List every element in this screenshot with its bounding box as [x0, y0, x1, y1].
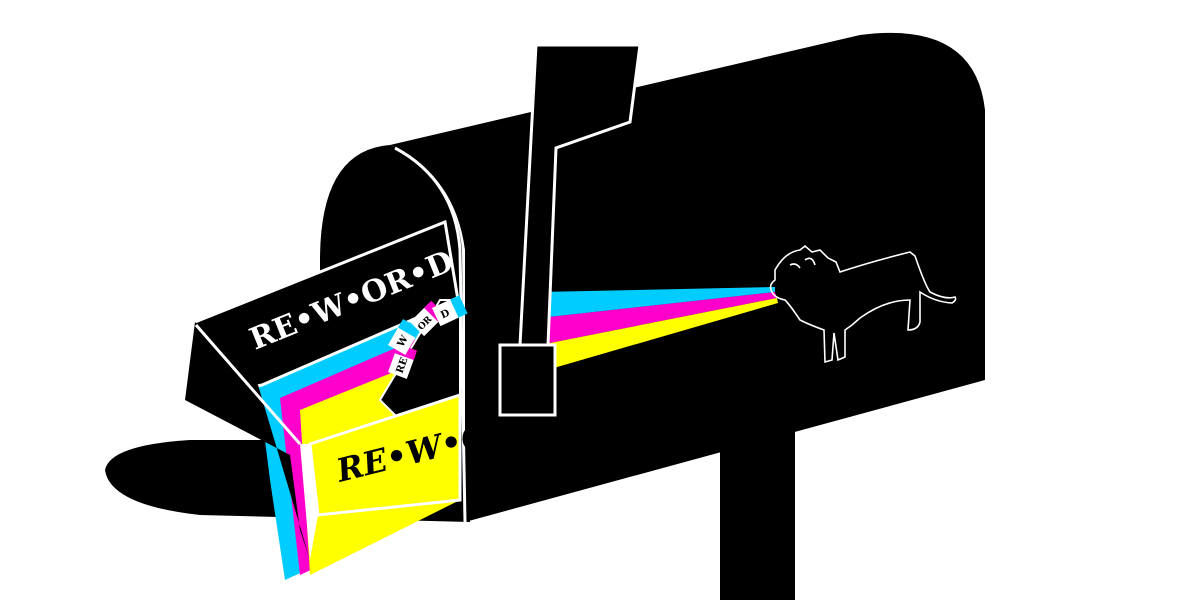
rainbow-beam: [540, 287, 778, 372]
reword-game-box: RE•W•OR•D RE•W•O RE W OR D: [183, 219, 493, 580]
lion-icon: [769, 244, 957, 364]
svg-text:RE: RE: [395, 356, 411, 375]
opening-rim: [394, 146, 467, 523]
letter-card: D: [432, 295, 468, 327]
flag-mount: [498, 343, 557, 417]
letter-card: W: [388, 319, 421, 355]
